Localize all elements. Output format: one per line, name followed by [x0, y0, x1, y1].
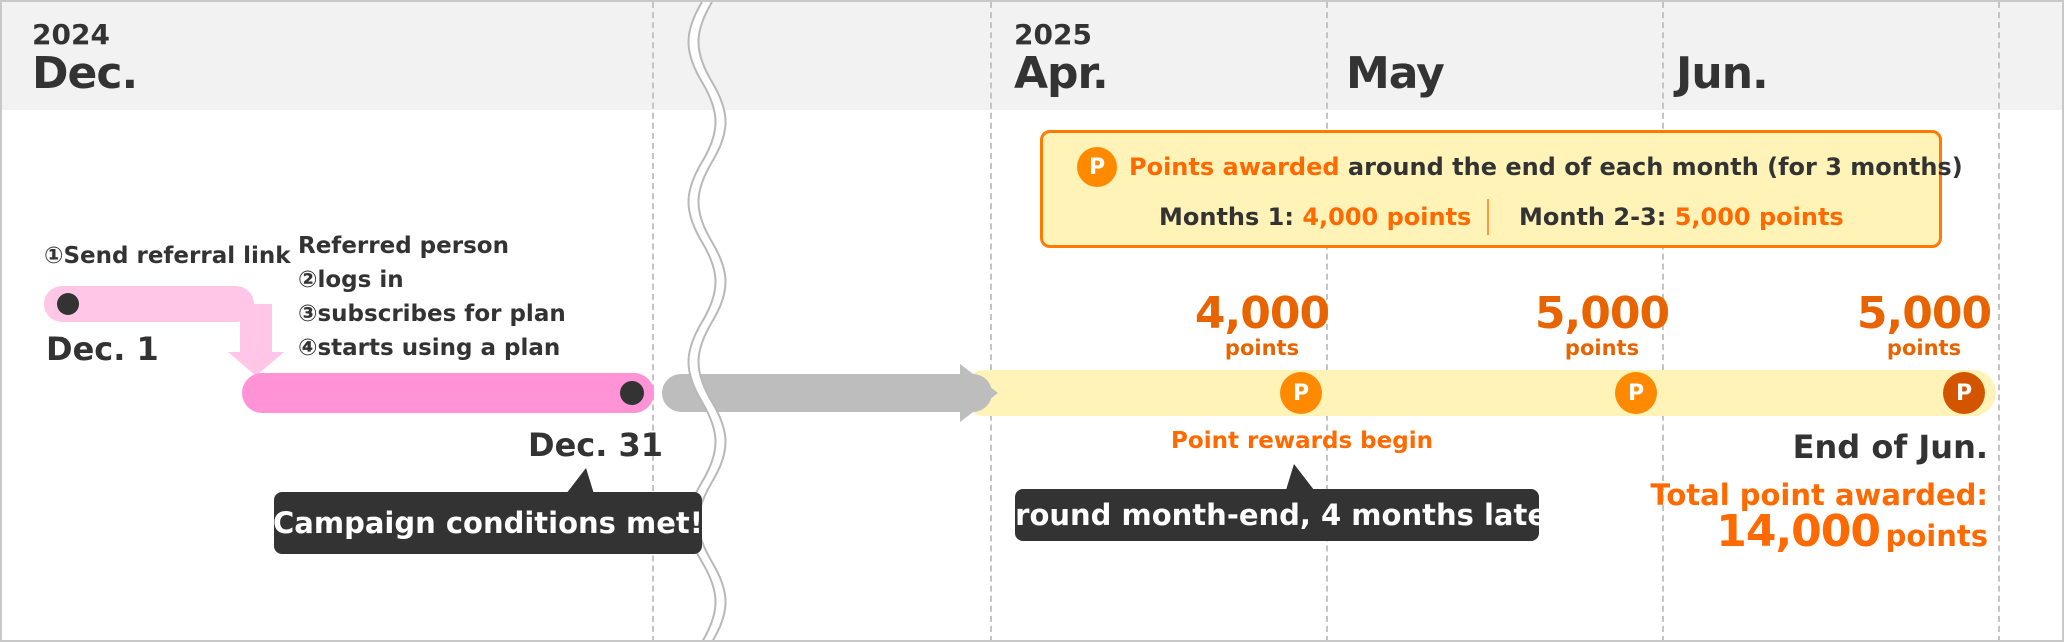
referral-bar: [44, 286, 254, 322]
conditions-bar: [242, 373, 654, 413]
award-unit-2: points: [1564, 336, 1640, 360]
rewards-begin-label: Point rewards begin: [1171, 428, 1433, 454]
month-dec: Dec.: [32, 48, 138, 99]
award-value-2: 5,000: [1534, 288, 1670, 339]
date-dec-31: Dec. 31: [528, 426, 664, 464]
callout-month-end: Around month-end, 4 months later: [993, 489, 1561, 541]
award-value-1: 4,000: [1194, 288, 1330, 339]
points-badge-icon-jun: P: [1943, 372, 1985, 414]
total-value: 14,000: [1716, 506, 1881, 557]
waiting-arrow-shaft: [662, 374, 992, 412]
info-month23: Month 2-3: 5,000 points: [1519, 203, 1844, 231]
total-row: 14,000 points: [1716, 506, 1988, 557]
dec1-dot: [57, 293, 79, 315]
month-apr: Apr.: [1014, 48, 1109, 99]
info-divider: [1487, 199, 1489, 235]
total-unit: points: [1885, 519, 1988, 553]
info-month1-value: 4,000 points: [1302, 203, 1472, 231]
callout-tail-conditions: [566, 468, 594, 494]
date-dec-1: Dec. 1: [46, 330, 159, 368]
total-label: Total point awarded:: [1650, 478, 1988, 512]
separator-may: [1326, 2, 1328, 640]
step-referred-person: Referred person: [298, 233, 509, 259]
date-end-of-jun: End of Jun.: [1792, 428, 1988, 466]
reward-band: [962, 370, 1996, 416]
month-jun: Jun.: [1676, 48, 1769, 99]
month-may: May: [1346, 48, 1445, 99]
callout-tail-month-end: [1286, 464, 1314, 490]
callout-conditions-met: Campaign conditions met!: [273, 492, 703, 554]
time-break: [688, 2, 726, 640]
year-2024: 2024: [32, 18, 110, 51]
waiting-arrowhead: [960, 364, 998, 422]
separator-end: [1998, 2, 2000, 640]
referral-arrowhead: [228, 352, 284, 376]
info-month23-value: 5,000 points: [1674, 203, 1844, 231]
info-month1: Months 1: 4,000 points: [1159, 203, 1471, 231]
step-send-link: ①Send referral link: [44, 243, 291, 269]
year-2025: 2025: [1014, 18, 1092, 51]
step-logs-in: ②logs in: [298, 267, 404, 293]
points-badge-icon-may: P: [1615, 372, 1657, 414]
step-subscribes: ③subscribes for plan: [298, 301, 566, 327]
points-badge-icon-apr: P: [1280, 372, 1322, 414]
dec31-dot: [620, 381, 644, 405]
info-month1-label: Months 1:: [1159, 203, 1303, 231]
info-month23-label: Month 2-3:: [1519, 203, 1675, 231]
separator-jun: [1662, 2, 1664, 640]
info-headline-rest: around the end of each month (for 3 mont…: [1339, 153, 1963, 181]
info-headline: Points awarded around the end of each mo…: [1129, 153, 1963, 181]
points-info-box: P Points awarded around the end of each …: [1040, 130, 1963, 248]
award-value-3: 5,000: [1856, 288, 1992, 339]
award-unit-1: points: [1224, 336, 1300, 360]
points-badge-icon: P: [1077, 147, 1117, 187]
separator-dec: [652, 2, 654, 640]
header-band: [2, 2, 2062, 110]
referral-connector: [240, 304, 272, 354]
award-unit-3: points: [1886, 336, 1962, 360]
step-starts-using: ④starts using a plan: [298, 335, 561, 361]
separator-apr: [990, 2, 992, 640]
info-headline-highlight: Points awarded: [1129, 153, 1340, 181]
